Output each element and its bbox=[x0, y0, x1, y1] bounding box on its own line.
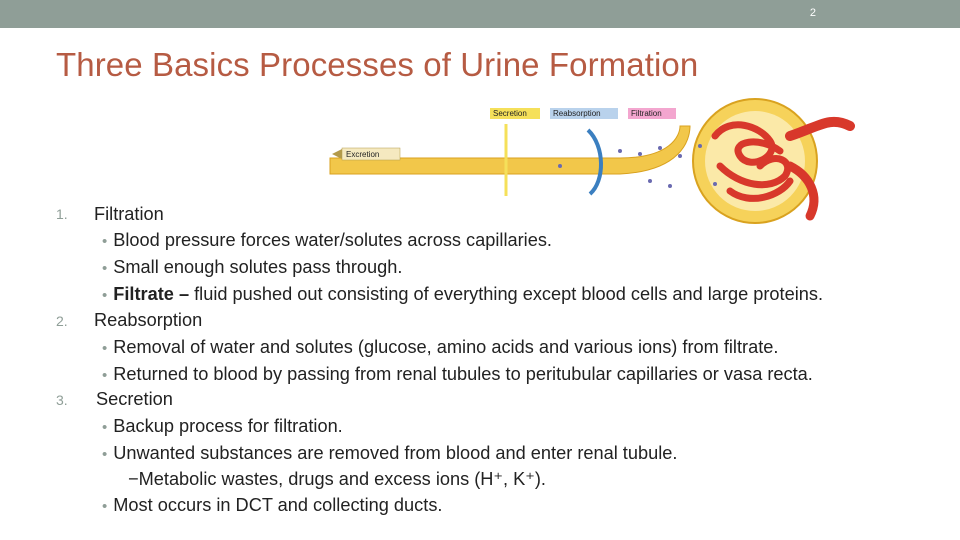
filtration-label-box bbox=[628, 108, 676, 119]
filtration-label: Filtration bbox=[631, 109, 662, 118]
glomerulus bbox=[711, 116, 855, 221]
list-subitem: −Metabolic wastes, drugs and excess ions… bbox=[128, 469, 546, 489]
list-heading-secretion: Secretion bbox=[96, 389, 173, 409]
list-heading-filtration: Filtration bbox=[94, 204, 164, 224]
list-item: •Backup process for filtration. bbox=[102, 416, 343, 436]
list-item: •Most occurs in DCT and collecting ducts… bbox=[102, 495, 443, 515]
secretion-label-box bbox=[490, 108, 540, 119]
list-number: 1. bbox=[56, 206, 68, 222]
solute-dots bbox=[558, 144, 717, 188]
list-item: •Returned to blood by passing from renal… bbox=[102, 364, 813, 384]
bullet-icon: • bbox=[102, 446, 108, 463]
reabsorption-arrow-icon bbox=[586, 128, 603, 196]
list-item: •Removal of water and solutes (glucose, … bbox=[102, 337, 779, 357]
secretion-label: Secretion bbox=[493, 109, 527, 118]
nephron-diagram: Excretion Secretion Reabsorption Filtrat… bbox=[320, 96, 860, 230]
list-heading-reabsorption: Reabsorption bbox=[94, 310, 203, 330]
slide-title: Three Basics Processes of Urine Formatio… bbox=[56, 46, 699, 83]
bullet-icon: • bbox=[102, 419, 108, 436]
bullet-icon: • bbox=[102, 287, 108, 304]
top-bar: 2 bbox=[0, 0, 960, 28]
list-number: 2. bbox=[56, 313, 68, 329]
list-item: •Filtrate – fluid pushed out consisting … bbox=[102, 284, 824, 304]
reabsorption-label: Reabsorption bbox=[553, 109, 601, 118]
bullet-icon: • bbox=[102, 340, 108, 357]
list-number: 3. bbox=[56, 392, 68, 408]
excretion-label: Excretion bbox=[346, 150, 379, 159]
excretion-arrow-icon bbox=[332, 149, 342, 159]
term-filtrate: Filtrate – bbox=[113, 284, 190, 304]
bullet-icon: • bbox=[102, 233, 108, 250]
list-item: •Unwanted substances are removed from bl… bbox=[102, 443, 678, 463]
reabsorption-label-box bbox=[550, 108, 618, 119]
slide-number: 2 bbox=[809, 7, 816, 19]
list-item: •Blood pressure forces water/solutes acr… bbox=[102, 230, 552, 250]
nephron-illustration: Excretion Secretion Reabsorption Filtrat… bbox=[320, 96, 860, 230]
bullet-icon: • bbox=[102, 260, 108, 277]
bullet-icon: • bbox=[102, 498, 108, 515]
bullet-icon: • bbox=[102, 367, 108, 384]
list-item: •Small enough solutes pass through. bbox=[102, 257, 403, 277]
